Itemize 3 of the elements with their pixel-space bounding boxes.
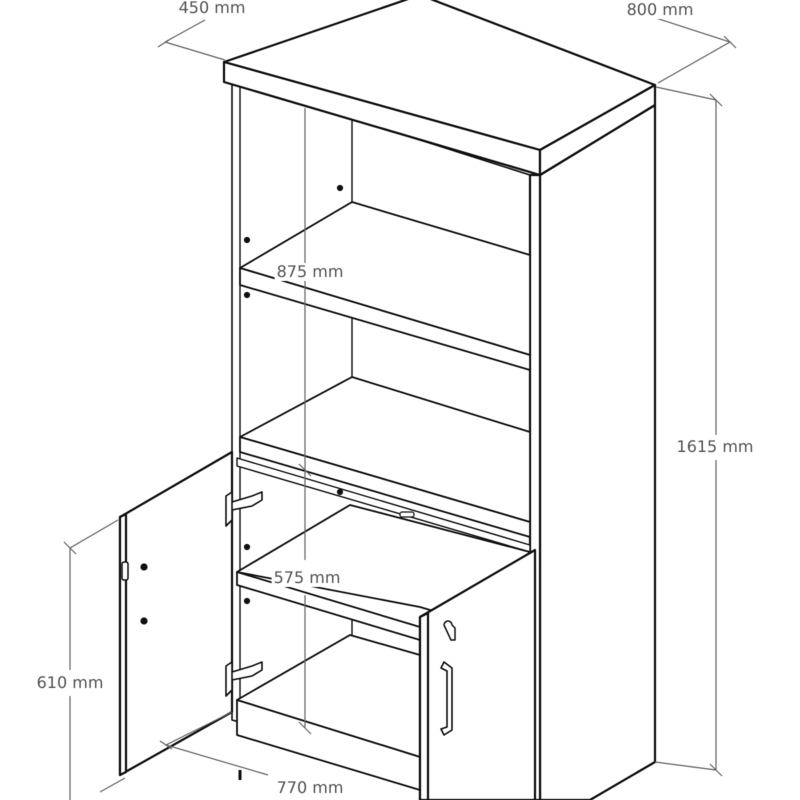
dimension-label: 875 mm (274, 263, 346, 281)
dimension-label: 575 mm (272, 569, 342, 587)
dimension-label: 800 mm (624, 1, 696, 19)
